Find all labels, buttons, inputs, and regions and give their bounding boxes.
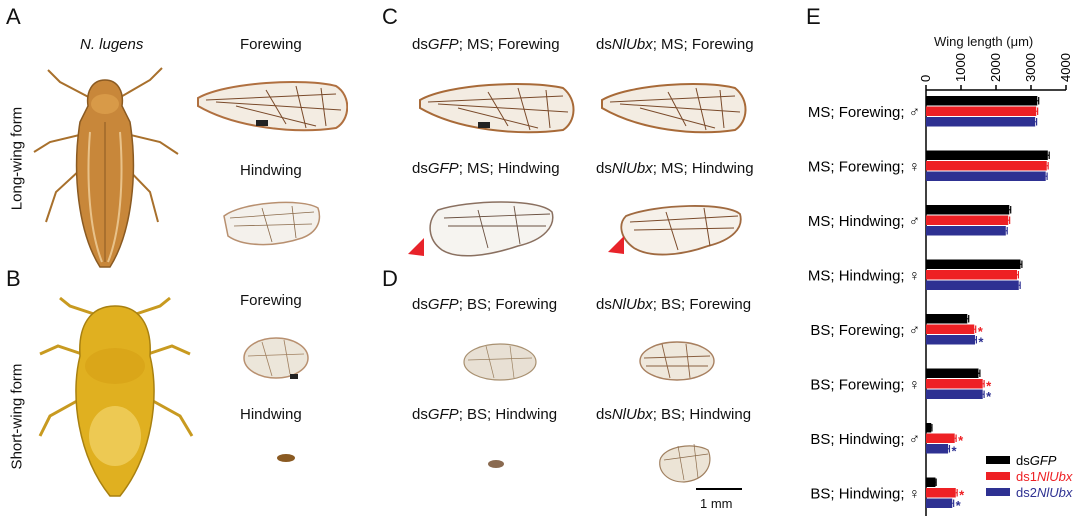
x-tick-label-0: 0	[918, 75, 933, 82]
legend-label-1: ds1NlUbx	[1016, 469, 1073, 484]
asterisk-1-5: *	[986, 379, 992, 394]
legend-swatch-2	[986, 488, 1010, 496]
category-label-2: MS; Hindwing; ♂	[808, 213, 920, 230]
chart-title: Wing length (μm)	[934, 34, 1034, 49]
bar-1-4	[926, 324, 975, 334]
bar-2-2	[926, 226, 1006, 236]
bar-1-5	[926, 379, 983, 389]
bar-2-4	[926, 335, 975, 345]
d-gfp-bs-forewing-image	[463, 343, 537, 381]
asterisk-1-6: *	[958, 433, 964, 448]
d-nlubx-bs-hindwing-image	[659, 443, 711, 483]
short-wing-form-label: Short-wing form	[8, 363, 26, 470]
category-label-3: MS; Hindwing; ♀	[808, 267, 920, 284]
bar-0-1	[926, 150, 1048, 160]
b-forewing-image	[243, 337, 309, 379]
category-label-1: MS; Forewing; ♀	[808, 158, 920, 175]
d-caption-2: dsNlUbx; BS; Forewing	[596, 296, 752, 313]
c-gfp-arrow-icon	[408, 238, 424, 256]
bar-1-3	[926, 270, 1017, 280]
legend-swatch-0	[986, 456, 1010, 464]
c-gfp-ms-forewing-image	[419, 83, 575, 134]
panel-b-hindwing-label: Hindwing	[240, 406, 302, 423]
panel-label-e: E	[806, 4, 821, 29]
long-wing-insect-image	[33, 67, 179, 268]
d-caption-3: dsGFP; BS; Hindwing	[412, 406, 558, 423]
short-wing-insect-image	[38, 296, 194, 497]
c-nlubx-arrow-icon	[608, 236, 624, 254]
x-tick-label-2: 2000	[988, 53, 1003, 82]
panel-b-forewing-label: Forewing	[240, 292, 302, 309]
scale-bar	[696, 488, 742, 490]
bar-1-2	[926, 215, 1009, 225]
bar-0-4	[926, 314, 968, 324]
bar-1-6	[926, 433, 955, 443]
bar-0-5	[926, 368, 979, 378]
bar-2-6	[926, 444, 949, 454]
d-caption-4: dsNlUbx; BS; Hindwing	[596, 406, 752, 423]
bar-1-0	[926, 106, 1037, 116]
category-label-6: BS; Hindwing; ♂	[810, 431, 920, 448]
bar-2-5	[926, 389, 983, 399]
bar-0-7	[926, 477, 936, 487]
c-caption-2: dsNlUbx; MS; Forewing	[596, 36, 754, 53]
c-gfp-ms-hindwing-image	[429, 201, 554, 257]
bar-1-1	[926, 161, 1047, 171]
asterisk-1-7: *	[959, 488, 965, 503]
bar-2-7	[926, 498, 953, 508]
panel-label-c: C	[382, 4, 398, 29]
bar-0-2	[926, 205, 1010, 215]
bar-0-6	[926, 423, 932, 433]
bar-2-1	[926, 171, 1046, 181]
panel-a-forewing-label: Forewing	[240, 36, 302, 53]
panel-a-hindwing-label: Hindwing	[240, 162, 302, 179]
a-forewing-image	[197, 81, 348, 132]
bar-2-3	[926, 280, 1019, 290]
legend-label-2: ds2NlUbx	[1016, 485, 1073, 500]
panel-label-b: B	[6, 266, 21, 291]
b-hindwing-image	[277, 454, 295, 462]
x-tick-label-4: 4000	[1058, 53, 1073, 82]
c-nlubx-ms-hindwing-image	[620, 205, 742, 256]
category-label-0: MS; Forewing; ♂	[808, 104, 920, 121]
c-caption-3: dsGFP; MS; Hindwing	[412, 160, 560, 177]
category-label-7: BS; Hindwing; ♀	[810, 485, 920, 502]
d-nlubx-bs-forewing-image	[639, 341, 715, 381]
a-hindwing-image	[223, 201, 321, 246]
asterisk-2-5: *	[986, 389, 992, 404]
species-label: N. lugens	[80, 36, 144, 53]
bar-0-3	[926, 259, 1021, 269]
bar-2-0	[926, 117, 1036, 127]
asterisk-2-6: *	[951, 444, 957, 459]
bar-0-0	[926, 96, 1038, 106]
x-tick-label-3: 3000	[1023, 53, 1038, 82]
d-gfp-bs-hindwing-image	[488, 460, 504, 468]
legend-swatch-1	[986, 472, 1010, 480]
c-caption-1: dsGFP; MS; Forewing	[412, 36, 560, 53]
asterisk-2-4: *	[978, 335, 984, 350]
panel-label-d: D	[382, 266, 398, 291]
category-label-4: BS; Forewing; ♂	[810, 322, 920, 339]
asterisk-2-7: *	[956, 498, 962, 513]
x-tick-label-1: 1000	[953, 53, 968, 82]
c-nlubx-ms-forewing-image	[601, 83, 747, 134]
legend-label-0: dsGFP	[1016, 453, 1057, 468]
bar-1-7	[926, 488, 956, 498]
c-caption-4: dsNlUbx; MS; Hindwing	[596, 160, 754, 177]
asterisk-1-4: *	[978, 324, 984, 339]
scale-bar-label: 1 mm	[700, 496, 733, 511]
d-caption-1: dsGFP; BS; Forewing	[412, 296, 558, 313]
panel-label-a: A	[6, 4, 21, 29]
category-label-5: BS; Forewing; ♀	[810, 376, 920, 393]
